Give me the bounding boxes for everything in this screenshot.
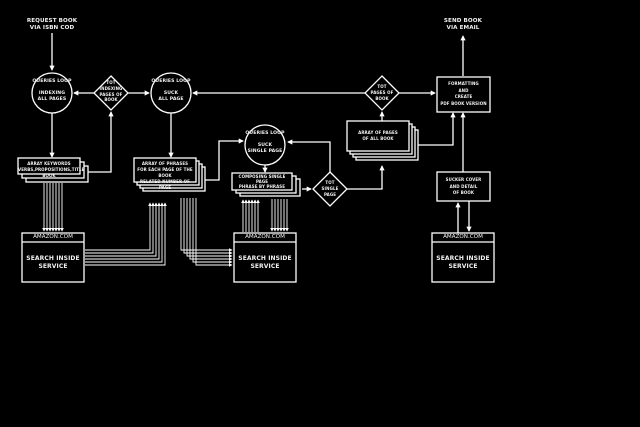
process-formatting-node: [436, 76, 491, 113]
loop-suck-all-label: Queries Loop Suck All Page: [151, 79, 191, 102]
arrow-tot-single-to-suck-single: [287, 139, 331, 172]
stack-keywords-node: [17, 157, 89, 183]
decision-tot-pages-label: Tot Pages of Book: [370, 84, 394, 101]
process-cover-label: Sucker Cover and Detail of Book: [445, 177, 482, 195]
stack-phrases-node: [133, 157, 206, 192]
amazon-1-service-label: Search Inside Service: [26, 255, 80, 270]
bundle-amazon1-to-phrases: [85, 202, 167, 266]
decision-tot-single-node: [312, 171, 348, 207]
stack-composing-node: [231, 172, 301, 197]
arrow-keywords-to-tot-indexing: [88, 111, 114, 173]
bundle-keywords-to-amazon1: [42, 183, 64, 232]
terminal-end-label: Send Book via Email: [443, 18, 483, 31]
amazon-2-header: AMAZON.COM: [245, 234, 285, 240]
amazon-3-header: AMAZON.COM: [443, 234, 483, 240]
amazon-2-service-label: Search Inside Service: [238, 255, 292, 270]
amazon-service-2-node: [233, 232, 297, 283]
arrow-tot-single-to-pages: [347, 165, 385, 190]
process-cover-node: [436, 171, 491, 202]
stack-keywords-label: Array Keywords Verbs,Propositions,Title …: [18, 161, 85, 178]
stack-composing-label: Composing Single Page Phrase by Phrase: [238, 174, 286, 189]
loop-suck-single-label: Queries Loop Suck Single Page: [245, 131, 285, 154]
amazon-service-3-node: [431, 232, 495, 283]
decision-tot-indexing-label: Tot Indexing Pages of Book: [99, 80, 123, 103]
arrow-pages-to-formatting: [418, 112, 456, 146]
stack-phrases-label: Array of Phrases for each page of the bo…: [137, 161, 193, 190]
terminal-start-label: Request Book via ISBN COD: [26, 18, 78, 31]
bundle-phrases-to-amazon2: [180, 198, 233, 267]
stack-pages-label: Array of Pages of All Book: [358, 130, 398, 141]
process-formatting-label: Formatting and Create PDF Book Version: [440, 81, 487, 106]
arrow-phrases-to-suck-single: [205, 138, 244, 181]
decision-tot-pages-node: [364, 75, 400, 111]
decision-tot-single-label: Tot Single Page: [321, 180, 339, 197]
stack-pages-node: [346, 120, 419, 161]
amazon-1-header: AMAZON.COM: [33, 234, 73, 240]
bundle-amazon2-to-composing: [241, 199, 260, 232]
amazon-3-service-label: Search Inside Service: [436, 255, 490, 270]
bundle-composing-to-amazon2: [270, 199, 289, 232]
amazon-service-1-node: [21, 232, 85, 283]
loop-indexing-label: Queries Loop Indexing All Pages: [32, 79, 72, 102]
decision-tot-indexing-node: [93, 75, 129, 111]
